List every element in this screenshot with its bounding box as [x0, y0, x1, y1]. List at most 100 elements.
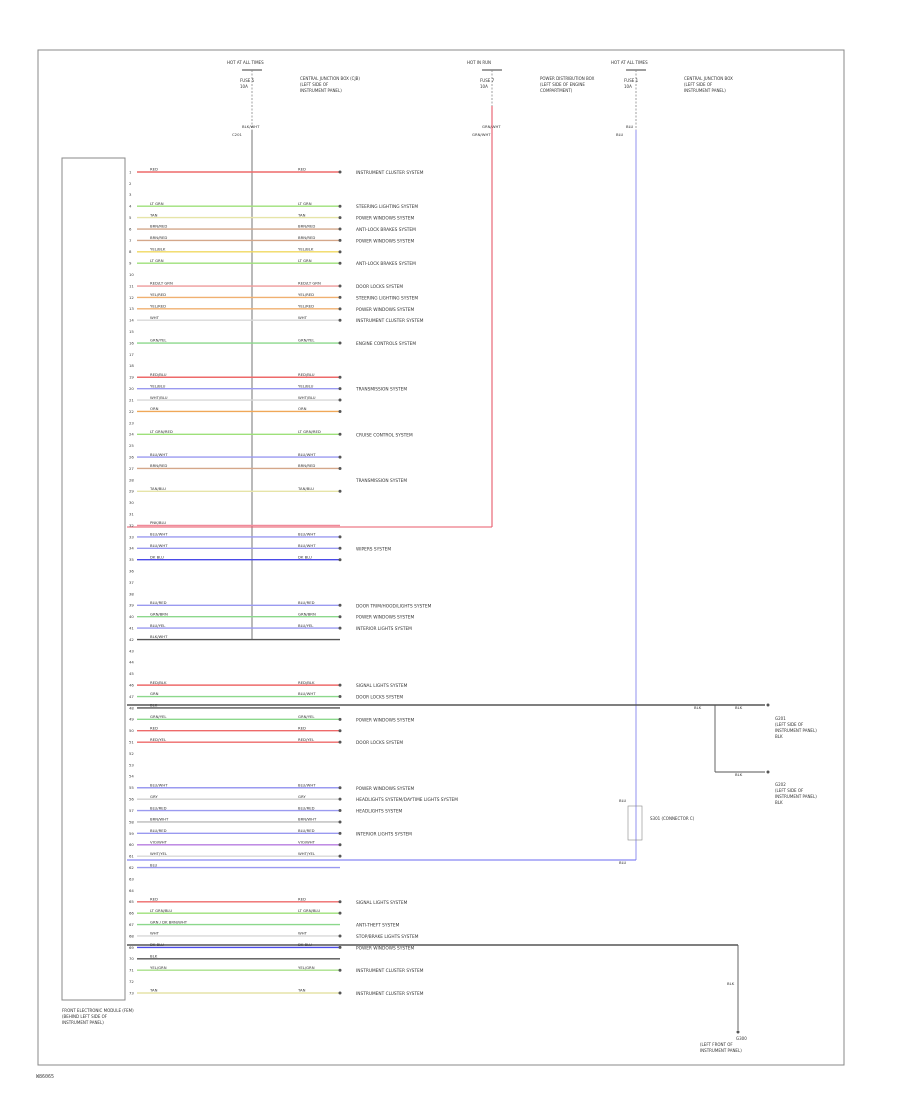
pin-wire-color: BLU/WHT — [150, 532, 168, 537]
module-label-2: (BEHIND LEFT SIDE OF — [62, 1014, 108, 1019]
pin-wire-color-right: GRY — [298, 794, 306, 799]
pin-number: 15 — [129, 329, 134, 334]
pin-wire-color-right: RED/YEL — [298, 737, 315, 742]
pin-row-18: 18 — [129, 363, 134, 368]
pin-row-54: 54 — [129, 774, 134, 779]
pin-system-label: POWER WINDOWS SYSTEM — [356, 307, 414, 313]
pin-number: 5 — [129, 215, 132, 220]
pin-wire-color: TAN — [149, 212, 158, 217]
pin-row-64: 64 — [129, 888, 134, 893]
pin-connector-dot — [338, 295, 342, 299]
top-connector-fuse: FUSE 7 — [480, 78, 495, 83]
splice-s301: S301 (CONNECTOR C) BLU BLU — [619, 798, 695, 865]
pin-wire-color: LT GRN — [150, 201, 164, 206]
pin-wire-color: YEL/GRN — [150, 965, 167, 970]
pin-number: 71 — [129, 968, 134, 973]
pin-number: 46 — [129, 683, 134, 688]
pin-number: 55 — [129, 785, 134, 790]
pin-system-label: STOP/BRAKE LIGHTS SYSTEM — [356, 934, 419, 940]
pin-wire-color-right: LT GRN/BLU — [298, 908, 320, 913]
wire-label-blk-3: BLK — [735, 772, 743, 777]
pin-system-label: SIGNAL LIGHTS SYSTEM — [356, 900, 408, 906]
pin-wire-color-right: WHT/YEL — [298, 851, 316, 856]
pin-wire-color-right: DK BLU — [298, 942, 312, 947]
pin-wire-color-right: BLU/WHT — [298, 543, 316, 548]
top-connector-name: HOT AT ALL TIMES — [227, 60, 264, 65]
pin-number: 12 — [129, 295, 134, 300]
pin-wire-color: BLU/WHT — [150, 543, 168, 548]
pin-number: 36 — [129, 568, 134, 573]
top-connector-amps: 10A — [240, 84, 248, 89]
top-connector-name: HOT AT ALL TIMES — [611, 60, 648, 65]
splice-wire-label-bottom: BLU — [619, 860, 627, 865]
pin-row-43: 43 — [129, 648, 134, 653]
pin-system-label: ANTI-THEFT SYSTEM — [356, 923, 400, 929]
pin-wire-color-right: BLU/WHT — [298, 691, 316, 696]
pin-number: 14 — [129, 318, 134, 323]
pin-number: 38 — [129, 591, 134, 596]
pin-connector-dot — [338, 945, 342, 949]
pin-system-label: INSTRUMENT CLUSTER SYSTEM — [356, 318, 424, 324]
pin-number: 27 — [129, 466, 134, 471]
pin-number: 73 — [129, 990, 134, 995]
pin-number: 68 — [129, 933, 134, 938]
pin-wire-color-right: VIO/WHT — [298, 839, 316, 844]
pin-number: 56 — [129, 797, 134, 802]
pin-number: 49 — [129, 717, 134, 722]
top-connector-wire: BLK/WHT — [242, 124, 260, 129]
pin-number: 16 — [129, 340, 134, 345]
pin-system-label: INSTRUMENT CLUSTER SYSTEM — [356, 991, 424, 997]
pin-wire-color-right: BLU/WHT — [298, 452, 316, 457]
pin-connector-dot — [338, 284, 342, 288]
pin-system-label: DOOR TRIM/HOOD/LIGHTS SYSTEM — [356, 603, 432, 609]
top-connector-desc: COMPARTMENT) — [540, 88, 573, 93]
pin-connector-dot — [338, 558, 342, 562]
pin-number: 64 — [129, 888, 134, 893]
pin-connector-dot — [338, 535, 342, 539]
top-connector-amps: 10A — [624, 84, 632, 89]
pin-wire-color: BRN/RED — [150, 224, 167, 229]
pin-number: 51 — [129, 740, 134, 745]
pin-connector-dot — [338, 729, 342, 733]
pin-connector-dot — [338, 809, 342, 813]
pin-wire-color-right: YEL/BLU — [298, 383, 314, 388]
pin-row-17: 17 — [129, 352, 134, 357]
pin-row-15: 15 — [129, 329, 134, 334]
pin-number: 32 — [129, 523, 134, 528]
pin-wire-color-right: YEL/GRN — [298, 965, 315, 970]
ground-g300-desc-2: INSTRUMENT PANEL) — [700, 1048, 742, 1053]
top-connector-name: HOT IN RUN — [467, 60, 491, 65]
module-label-3: INSTRUMENT PANEL) — [62, 1020, 104, 1025]
pin-row-53: 53 — [129, 762, 134, 767]
pin-number: 69 — [129, 945, 134, 950]
pin-row-72: 72 — [129, 979, 134, 984]
pin-row-63: 63 — [129, 876, 134, 881]
pin-connector-dot — [338, 991, 342, 995]
pin-connector-dot — [338, 204, 342, 208]
pin-wire-color: BRN/RED — [150, 463, 167, 468]
pin-system-label: POWER WINDOWS SYSTEM — [356, 615, 414, 621]
pin-system-label: POWER WINDOWS SYSTEM — [356, 945, 414, 951]
pin-wire-color-right: TAN — [297, 988, 306, 993]
pin-wire-color-right: RED/LT GRN — [298, 281, 321, 286]
pin-system-label: STEERING LIGHTING SYSTEM — [356, 295, 418, 301]
pin-row-23: 23 — [129, 420, 134, 425]
ground-g201-name: G201 — [775, 716, 786, 721]
pin-number: 57 — [129, 808, 134, 813]
pin-wire-color: BLK — [150, 953, 158, 958]
